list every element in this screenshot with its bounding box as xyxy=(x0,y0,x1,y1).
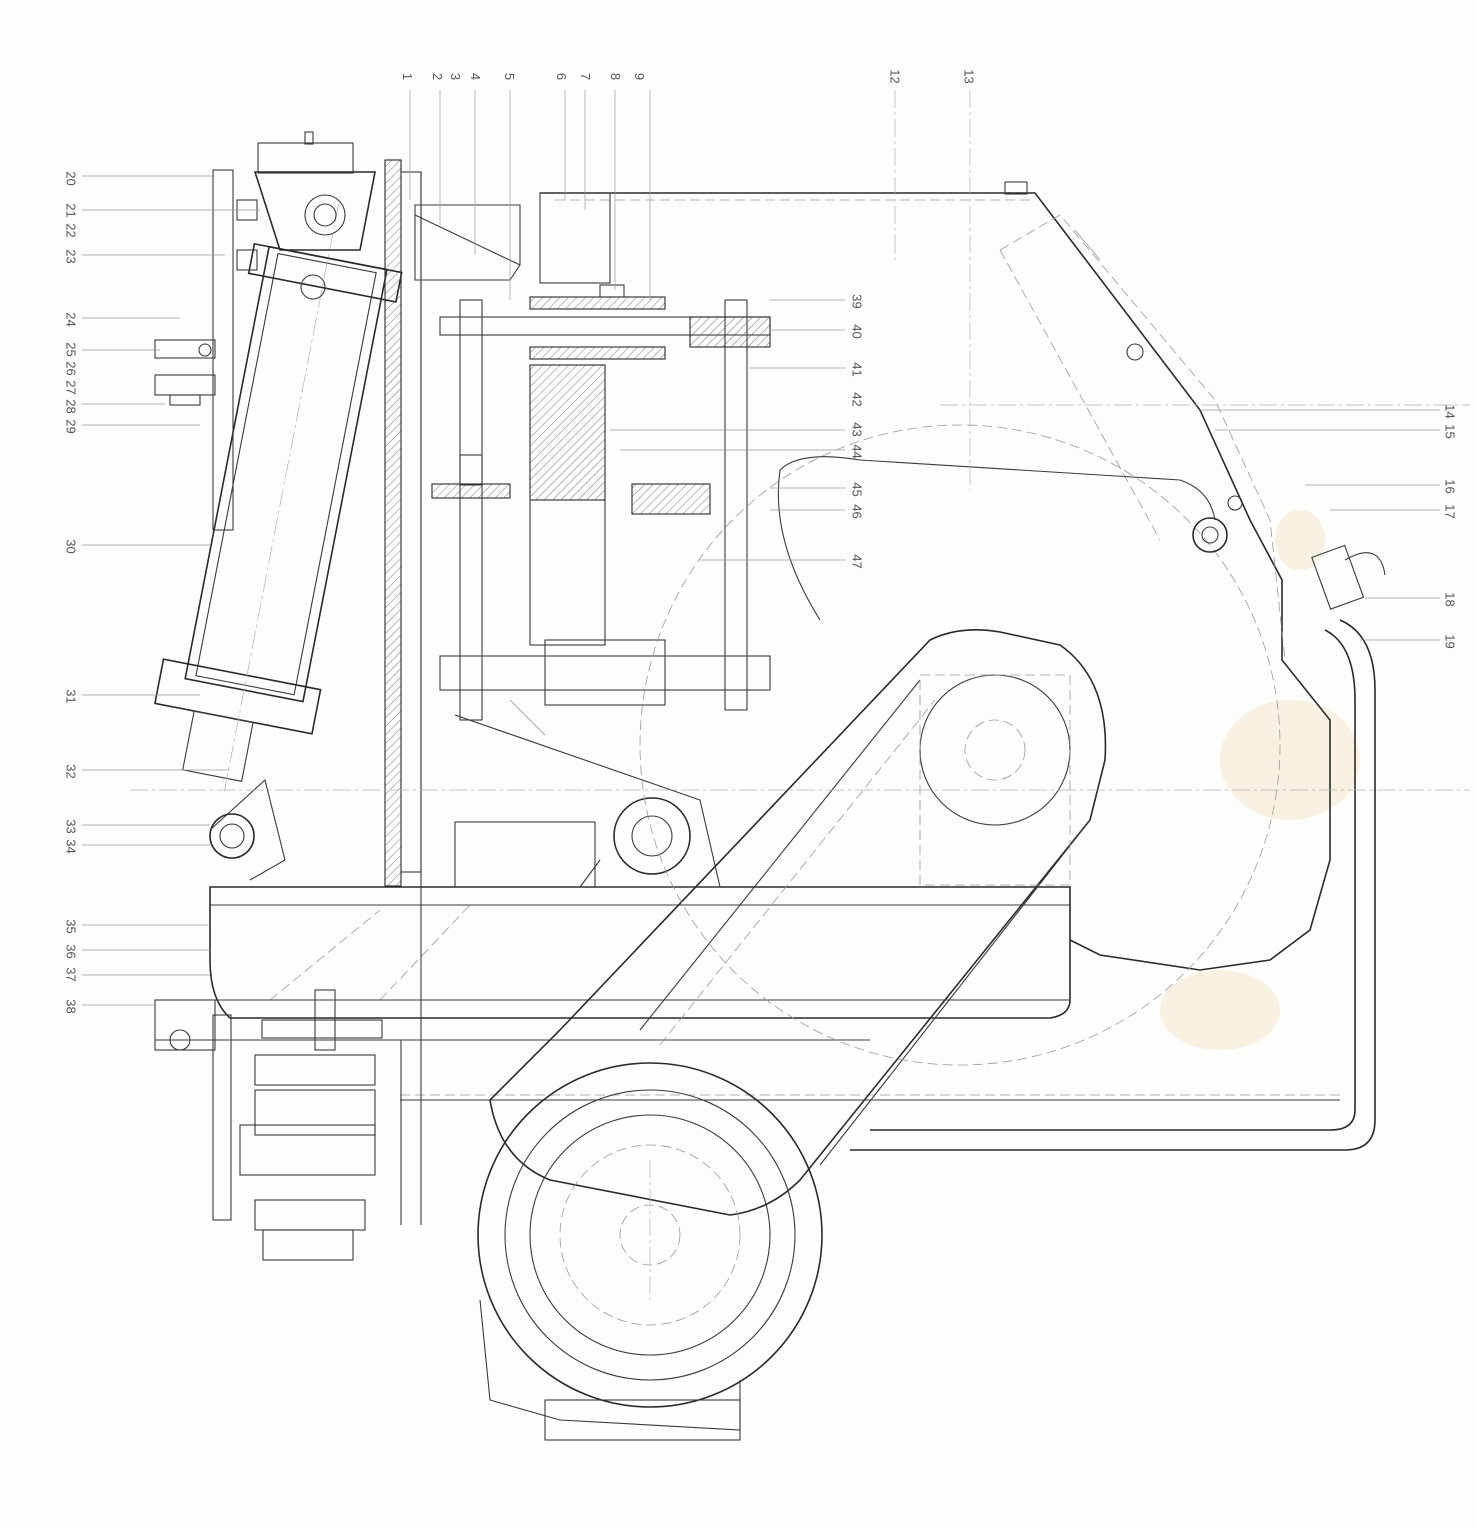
gusset xyxy=(414,192,611,284)
gearbox xyxy=(154,989,383,1261)
callout-6: 6 xyxy=(554,72,570,81)
pivot-bracket xyxy=(454,714,721,888)
top-clevis xyxy=(253,131,376,300)
callout-30: 30 xyxy=(63,539,79,554)
leader-lines xyxy=(82,90,1440,1006)
callout-35: 35 xyxy=(63,919,79,934)
base-frame xyxy=(155,886,1340,1101)
callout-47: 47 xyxy=(849,554,865,569)
callout-24: 24 xyxy=(63,312,79,327)
callout-14: 14 xyxy=(1442,404,1458,419)
centerlines xyxy=(130,90,1470,1300)
left-bracket xyxy=(154,169,258,531)
callout-43: 43 xyxy=(849,422,865,437)
callout-21: 21 xyxy=(63,203,79,218)
callout-39: 39 xyxy=(849,294,865,309)
callout-18: 18 xyxy=(1442,592,1458,607)
callout-27: 27 xyxy=(63,380,79,395)
callout-1: 1 xyxy=(400,72,416,81)
callout-2: 2 xyxy=(430,72,446,81)
vertical-plate xyxy=(384,159,422,1225)
hydraulic-cylinder xyxy=(153,204,403,794)
callout-46: 46 xyxy=(849,504,865,519)
callout-38: 38 xyxy=(63,999,79,1014)
blade-outline xyxy=(639,424,1281,1066)
callout-17: 17 xyxy=(1442,504,1458,519)
callout-29: 29 xyxy=(63,419,79,434)
callout-16: 16 xyxy=(1442,479,1458,494)
callout-25: 25 xyxy=(63,342,79,357)
callout-15: 15 xyxy=(1442,424,1458,439)
callout-8: 8 xyxy=(608,72,624,81)
callout-44: 44 xyxy=(849,444,865,459)
callout-23: 23 xyxy=(63,249,79,264)
slide-assembly xyxy=(431,284,771,736)
callout-32: 32 xyxy=(63,764,79,779)
callout-28: 28 xyxy=(63,399,79,414)
callout-33: 33 xyxy=(63,819,79,834)
bottom-clevis xyxy=(209,778,286,881)
callout-31: 31 xyxy=(63,689,79,704)
callout-13: 13 xyxy=(961,69,977,84)
callout-20: 20 xyxy=(63,171,79,186)
callout-3: 3 xyxy=(448,72,464,81)
callout-45: 45 xyxy=(849,482,865,497)
callout-26: 26 xyxy=(63,361,79,376)
idler-roller xyxy=(1192,495,1243,553)
belt-guard-arm xyxy=(489,628,1107,1216)
callout-40: 40 xyxy=(849,324,865,339)
callout-4: 4 xyxy=(468,72,484,81)
callout-41: 41 xyxy=(849,362,865,377)
callout-12: 12 xyxy=(887,69,903,84)
callout-22: 22 xyxy=(63,223,79,238)
callout-7: 7 xyxy=(578,72,594,81)
callout-9: 9 xyxy=(632,72,648,81)
callout-19: 19 xyxy=(1442,634,1458,649)
coolant-pipe xyxy=(850,544,1386,1151)
drive-pulley xyxy=(477,1062,823,1441)
callout-37: 37 xyxy=(63,967,79,982)
callout-36: 36 xyxy=(63,944,79,959)
callout-42: 42 xyxy=(849,392,865,407)
callout-34: 34 xyxy=(63,839,79,854)
callout-5: 5 xyxy=(502,72,518,81)
